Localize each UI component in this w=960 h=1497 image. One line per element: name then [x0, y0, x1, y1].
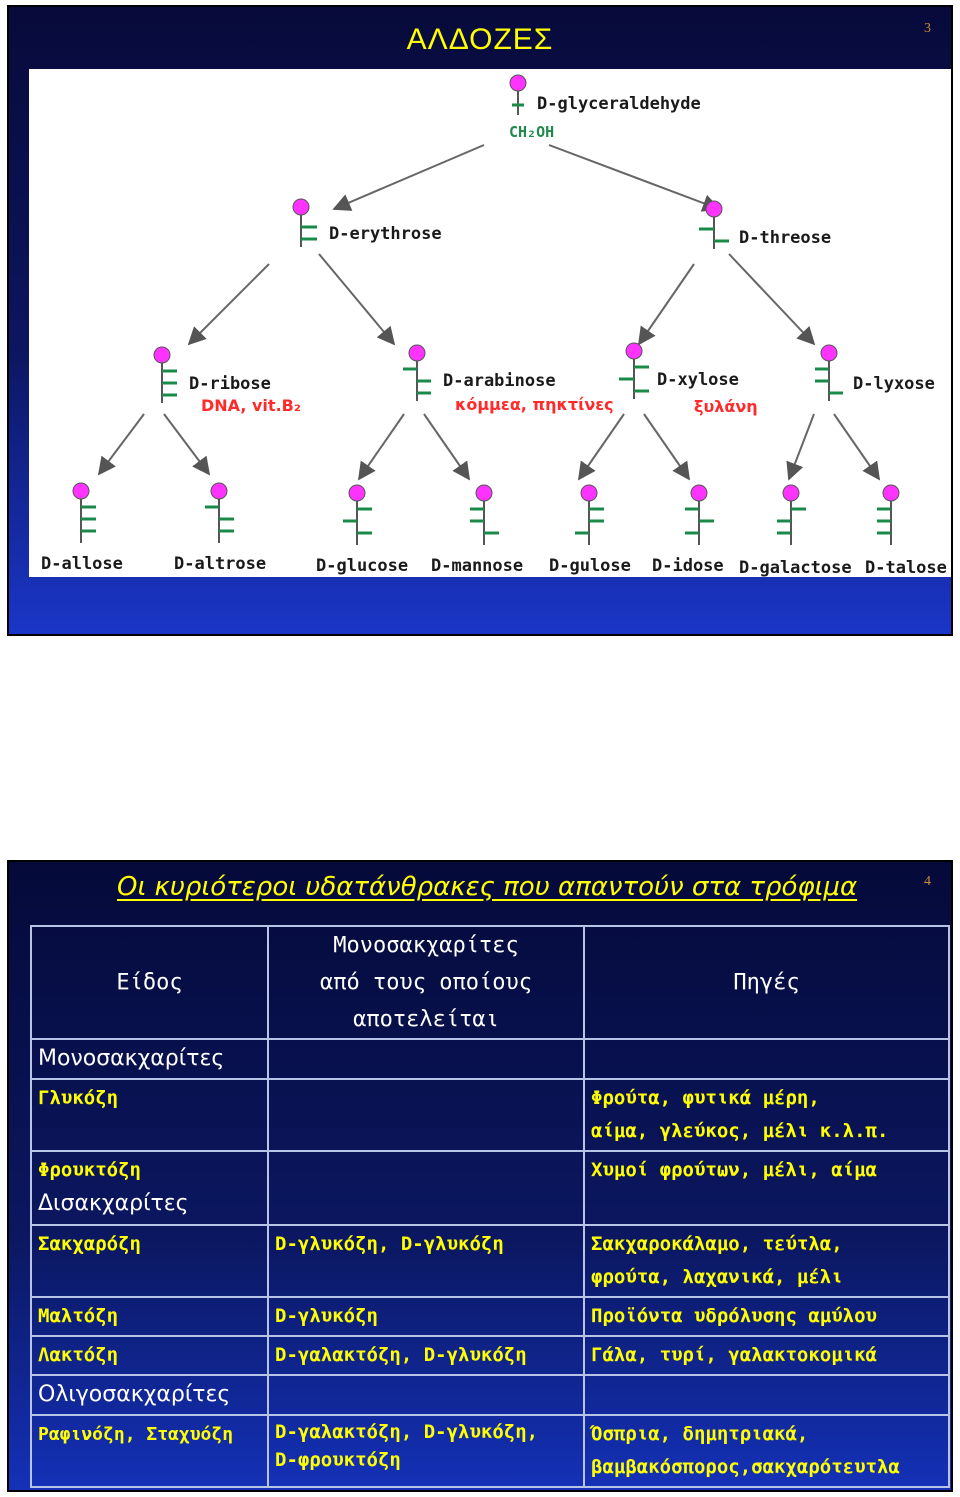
header-kind: Είδος — [30, 925, 269, 1040]
source-line: Σακχαροκάλαμο, τεύτλα, — [591, 1233, 843, 1255]
slide-aldoses: ΑΛΔΟΖΕΣ 3 — [7, 5, 953, 636]
source-line: Όσπρια, δημητριακά, — [591, 1423, 809, 1445]
row-maltose-components: D-γλυκόζη — [267, 1296, 585, 1337]
threose-molecule-icon — [699, 200, 729, 249]
page-number: 4 — [924, 874, 931, 889]
xylose-label: D-xylose — [657, 370, 739, 390]
row-sucrose-components: D-γλυκόζη, D-γλυκόζη — [267, 1224, 585, 1298]
empty-cell — [583, 1038, 950, 1080]
lyxose-molecule-icon — [815, 344, 843, 401]
row-glucose-components — [267, 1078, 585, 1152]
row-fructose-sources: Χυμοί φρούτων, μέλι, αίμα — [583, 1150, 950, 1226]
root-formula: CH₂OH — [509, 123, 554, 141]
hexose-hydroxyls-icon — [81, 505, 891, 535]
header-components-line3: αποτελείται — [353, 1007, 499, 1032]
allose-label: D-allose — [41, 554, 123, 574]
slide-title: Οι κυριότεροι υδατάνθρακες που απαντούν … — [117, 872, 858, 902]
xylose-note: ξυλάνη — [694, 397, 758, 416]
row-maltose-name: Μαλτόζη — [30, 1296, 269, 1337]
component-line: D-γαλακτόζη, D-γλυκόζη, — [275, 1421, 539, 1443]
gulose-label: D-gulose — [549, 556, 631, 576]
galactose-label: D-galactose — [739, 558, 852, 577]
empty-cell — [267, 1374, 585, 1416]
source-line: φρούτα, λαχανικά, μέλι — [591, 1266, 843, 1288]
row-sucrose-sources: Σακχαροκάλαμο, τεύτλα, φρούτα, λαχανικά,… — [583, 1224, 950, 1298]
ribose-note: DNA, vit.B₂ — [201, 396, 301, 415]
altrose-label: D-altrose — [174, 554, 266, 574]
xylose-molecule-icon — [619, 342, 649, 399]
arrows — [97, 144, 881, 481]
row-sucrose-name: Σακχαρόζη — [30, 1224, 269, 1298]
glyceraldehyde-molecule-icon — [509, 74, 527, 115]
header-components: Μονοσακχαρίτες από τους οποίους αποτελεί… — [267, 925, 585, 1040]
threose-label: D-threose — [739, 228, 831, 248]
header-components-line1: Μονοσακχαρίτες — [333, 933, 519, 958]
source-line: Χυμοί φρούτων, μέλι, αίμα — [591, 1159, 877, 1181]
row-raffinose-name: Ραφινόζη, Σταχυόζη — [30, 1414, 269, 1488]
section-oligosaccharides: Ολιγοσακχαρίτες — [30, 1374, 269, 1416]
row-raffinose-components: D-γαλακτόζη, D-γλυκόζη, D-φρουκτόζη — [267, 1414, 585, 1488]
row-fructose-components — [267, 1150, 585, 1226]
slide-carbohydrates: Οι κυριότεροι υδατάνθρακες που απαντούν … — [7, 860, 953, 1492]
idose-label: D-idose — [652, 556, 724, 576]
row-lactose-components: D-γαλακτόζη, D-γλυκόζη — [267, 1335, 585, 1376]
component-line: D-φρουκτόζη — [275, 1449, 401, 1471]
source-line: Φρούτα, φυτικά μέρη, — [591, 1087, 820, 1109]
empty-cell — [267, 1038, 585, 1080]
arabinose-label: D-arabinose — [443, 371, 556, 391]
erythrose-label: D-erythrose — [329, 224, 442, 244]
row-glucose-sources: Φρούτα, φυτικά μέρη, αίμα, γλεύκος, μέλι… — [583, 1078, 950, 1152]
row-lactose-name: Λακτόζη — [30, 1335, 269, 1376]
slide-title: ΑΛΔΟΖΕΣ — [406, 23, 554, 56]
source-line: αίμα, γλεύκος, μέλι κ.λ.π. — [591, 1120, 889, 1142]
section-disaccharides: Δισακχαρίτες — [38, 1191, 189, 1216]
arabinose-molecule-icon — [403, 344, 431, 401]
hexose-molecules-icon — [80, 491, 892, 545]
empty-cell — [583, 1374, 950, 1416]
carbohydrates-table: Είδος Μονοσακχαρίτες από τους οποίους απ… — [30, 925, 950, 1488]
section-monosaccharides: Μονοσακχαρίτες — [30, 1038, 269, 1080]
row-raffinose-sources: Όσπρια, δημητριακά, βαμβακόσπορος,σακχαρ… — [583, 1414, 950, 1488]
source-line: βαμβακόσπορος,σακχαρότευτλα — [591, 1456, 900, 1478]
ribose-label: D-ribose — [189, 374, 271, 394]
row-glucose-name: Γλυκόζη — [30, 1078, 269, 1152]
ribose-molecule-icon — [153, 346, 177, 403]
row-maltose-sources: Προϊόντα υδρόλυσης αμύλου — [583, 1296, 950, 1337]
erythrose-molecule-icon — [292, 198, 317, 247]
lyxose-label: D-lyxose — [853, 374, 935, 394]
header-sources: Πηγές — [583, 925, 950, 1040]
row-lactose-sources: Γάλα, τυρί, γαλακτοκομικά — [583, 1335, 950, 1376]
row-fructose-name: Φρουκτόζη Δισακχαρίτες — [30, 1150, 269, 1226]
mannose-label: D-mannose — [431, 556, 523, 576]
fructose-name: Φρουκτόζη — [38, 1159, 141, 1181]
root-label: D-glyceraldehyde — [537, 94, 701, 114]
talose-label: D-talose — [865, 558, 947, 577]
hexose-heads-icon — [72, 482, 900, 502]
page-number: 3 — [924, 21, 931, 36]
header-components-line2: από τους οποίους — [320, 970, 532, 995]
aldose-family-tree: D-glyceraldehyde CH₂OH D-erythrose D-thr… — [29, 69, 951, 577]
arabinose-note: κόμμεα, πηκτίνες — [455, 395, 614, 414]
glucose-label: D-glucose — [316, 556, 408, 576]
